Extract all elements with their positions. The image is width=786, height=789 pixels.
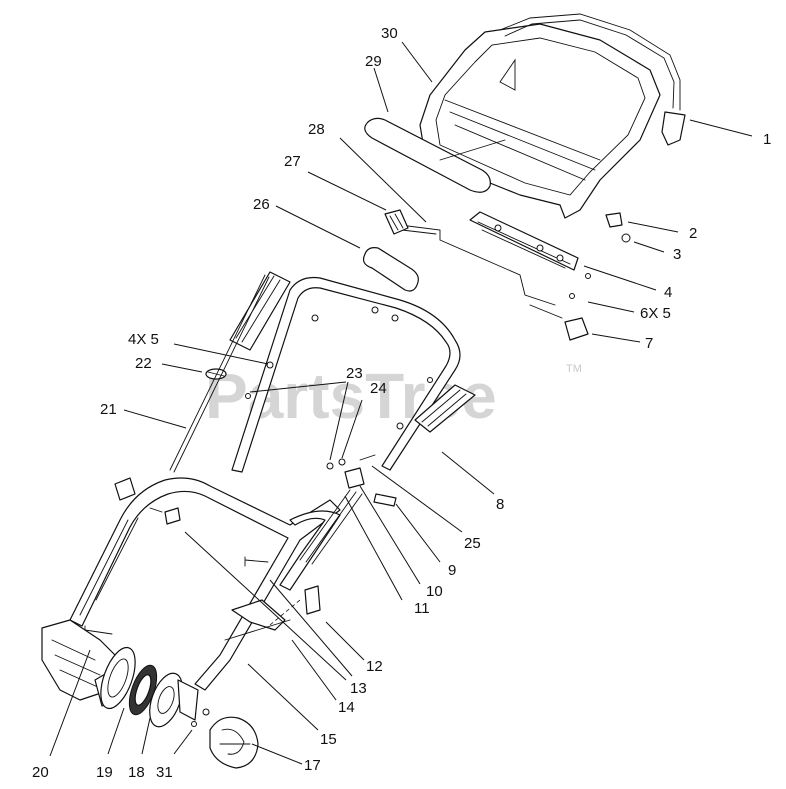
part-30-bag-frame <box>419 13 686 219</box>
part-6-screws <box>569 273 591 299</box>
callout-4x5: 4X 5 <box>128 331 159 348</box>
callout-24: 24 <box>370 380 387 397</box>
parts-9-11-fittings <box>299 454 397 565</box>
callout-2: 2 <box>689 225 697 242</box>
callout-23: 23 <box>346 365 363 382</box>
callout-11: 11 <box>414 600 430 617</box>
part-21-rod <box>169 274 270 473</box>
callout-8: 8 <box>496 496 504 513</box>
callout-labels: 1 2 3 4 6X 5 7 8 9 10 11 12 13 14 15 17 … <box>32 25 771 781</box>
callout-1: 1 <box>763 131 771 148</box>
callout-30: 30 <box>381 25 398 42</box>
callout-29: 29 <box>365 53 382 70</box>
part-31-bracket <box>149 672 210 728</box>
part-29-bag-strip <box>364 117 506 193</box>
callout-10: 10 <box>426 583 443 600</box>
callout-14: 14 <box>338 699 355 716</box>
part-7-knob <box>529 304 589 341</box>
callout-19: 19 <box>96 764 113 781</box>
callout-12: 12 <box>366 658 383 675</box>
callout-9: 9 <box>448 562 456 579</box>
part-17-wheel-cap <box>209 716 259 769</box>
part-28-rod <box>399 224 556 306</box>
callout-26: 26 <box>253 196 270 213</box>
callout-27: 27 <box>284 153 301 170</box>
part-2-3-hardware <box>605 212 631 243</box>
callout-21: 21 <box>100 401 117 418</box>
callout-20: 20 <box>32 764 49 781</box>
callout-6x5: 6X 5 <box>640 305 671 322</box>
part-23-24-hardware <box>245 377 433 470</box>
part-4-bracket <box>469 211 579 271</box>
callout-4: 4 <box>664 284 672 301</box>
part-19-hub <box>100 646 136 710</box>
part-27-clip <box>384 209 409 235</box>
part-26-grip <box>362 247 419 292</box>
watermark-tm: TM <box>566 363 582 375</box>
parts-12-13-bolts <box>84 507 269 637</box>
callout-13: 13 <box>350 680 367 697</box>
upper-handle <box>229 271 476 473</box>
part-14-plate <box>224 599 301 641</box>
callout-28: 28 <box>308 121 325 138</box>
callout-25: 25 <box>464 535 481 552</box>
callout-15: 15 <box>320 731 337 748</box>
callout-18: 18 <box>128 764 145 781</box>
leader-lines <box>49 41 753 765</box>
lower-handle <box>69 477 341 691</box>
callout-31: 31 <box>156 764 173 781</box>
callout-22: 22 <box>135 355 152 372</box>
callout-3: 3 <box>673 246 681 263</box>
callout-17: 17 <box>304 757 321 774</box>
callout-7: 7 <box>645 335 653 352</box>
